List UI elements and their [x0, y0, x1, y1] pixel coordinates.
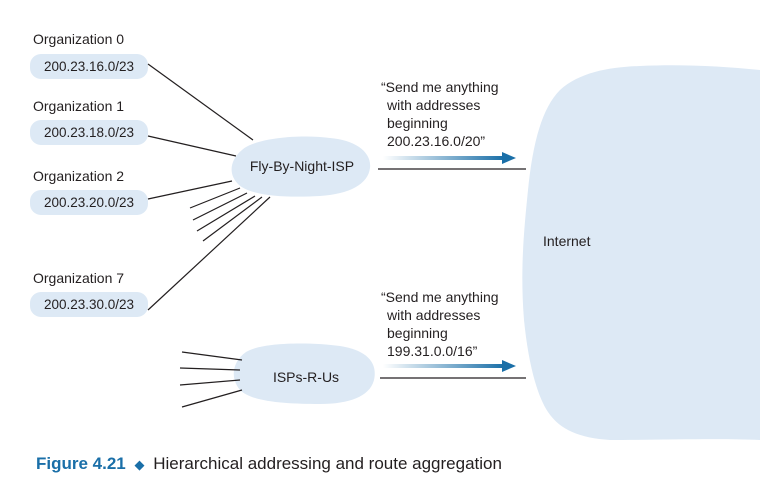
figure-number: Figure 4.21 [36, 454, 126, 473]
org0-link [147, 63, 254, 141]
org2-prefix: 200.23.20.0/23 [44, 195, 134, 210]
advert-top-line-2: with addresses [386, 97, 480, 113]
figure-title: Hierarchical addressing and route aggreg… [153, 454, 502, 473]
fly-by-night-cloud [231, 136, 371, 197]
advert-arrow-top-shaft [383, 156, 504, 160]
org0-name: Organization 0 [33, 31, 124, 47]
org-link-extra-b [192, 192, 248, 221]
isps-r-us-link-b [179, 367, 241, 371]
advert-bottom-line-4: 199.31.0.0/16” [387, 343, 478, 359]
isps-r-us-link-a [181, 351, 243, 361]
org1-prefix-blob [30, 120, 148, 145]
advert-top-line-1: “Send me anything [381, 79, 499, 95]
org-link-extra-a [189, 187, 241, 209]
org7-link [147, 196, 271, 311]
advert-arrow-top-head [502, 152, 516, 164]
org7-prefix-blob [30, 292, 148, 317]
isps-r-us-cloud [233, 343, 375, 404]
org-link-extra-c [196, 195, 256, 232]
advert-top-line-4: 200.23.16.0/20” [387, 133, 485, 149]
caption-diamond-icon: ◆ [134, 457, 145, 472]
org7-name: Organization 7 [33, 270, 124, 286]
isps-r-us-label: ISPs-R-Us [273, 369, 339, 385]
advert-arrow-bottom-head [502, 360, 516, 372]
fly-by-night-label: Fly-By-Night-ISP [250, 158, 354, 174]
internet-label: Internet [543, 233, 591, 249]
org2-prefix-blob [30, 190, 148, 215]
org-link-extra-d [202, 196, 263, 242]
org7-prefix: 200.23.30.0/23 [44, 297, 134, 312]
advert-bottom-line-2: with addresses [386, 307, 480, 323]
org1-name: Organization 1 [33, 98, 124, 114]
org0-prefix: 200.23.16.0/23 [44, 59, 134, 74]
org1-link [147, 135, 237, 157]
isps-r-us-link-d [181, 389, 243, 408]
org1-prefix: 200.23.18.0/23 [44, 125, 134, 140]
advert-bottom-line-1: “Send me anything [381, 289, 499, 305]
advert-arrow-bottom-shaft [383, 364, 504, 368]
org2-link [147, 180, 233, 200]
isps-r-us-link-c [179, 379, 241, 386]
org2-name: Organization 2 [33, 168, 124, 184]
internet-cloud [522, 65, 760, 440]
advert-bottom-line-3: beginning [387, 325, 448, 341]
org0-prefix-blob [30, 54, 148, 79]
figure-caption: Figure 4.21 ◆ Hierarchical addressing an… [36, 454, 502, 474]
advert-top-line-3: beginning [387, 115, 448, 131]
